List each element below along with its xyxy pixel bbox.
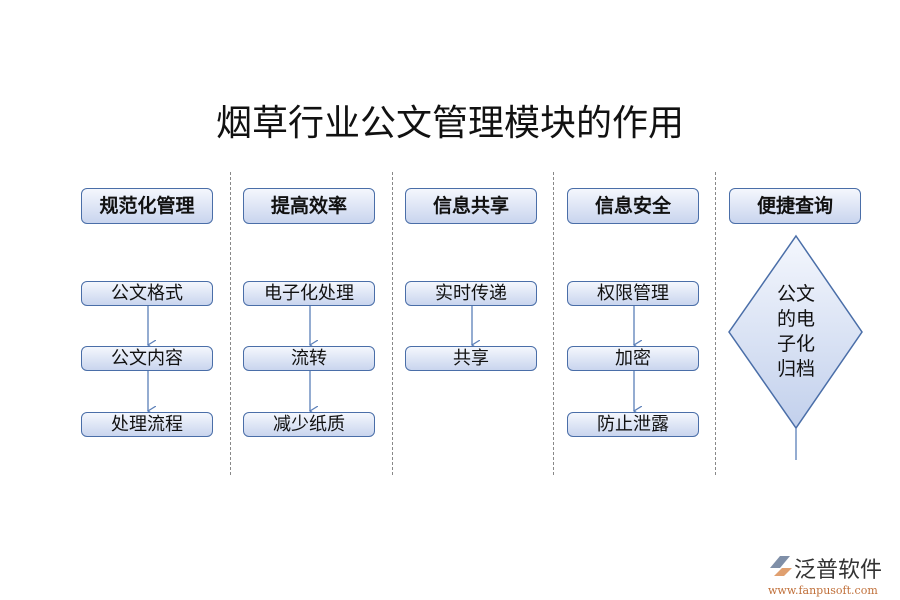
header-box: 规范化管理: [81, 188, 213, 224]
logo-name: 泛普软件: [794, 558, 883, 583]
logo-url: www.fanpusoft.com: [768, 584, 878, 597]
item-box: 权限管理: [567, 281, 699, 306]
header-box: 信息安全: [567, 188, 699, 224]
item-box: 电子化处理: [243, 281, 375, 306]
divider: [553, 172, 554, 475]
logo: 泛普软件 www.fanpusoft.com: [768, 552, 882, 597]
item-box: 处理流程: [81, 412, 213, 437]
item-box: 防止泄露: [567, 412, 699, 437]
divider: [230, 172, 231, 475]
header-box: 便捷查询: [729, 188, 861, 224]
diamond-line: 公文: [776, 283, 815, 305]
page-title: 烟草行业公文管理模块的作用: [215, 103, 684, 144]
divider: [392, 172, 393, 475]
item-box: 公文格式: [81, 281, 213, 306]
logo-icon: [770, 556, 792, 576]
header-box: 提高效率: [243, 188, 375, 224]
divider: [715, 172, 716, 475]
header-box: 信息共享: [405, 188, 537, 224]
diamond-line: 的电: [776, 308, 815, 330]
item-box: 公文内容: [81, 346, 213, 371]
item-box: 加密: [567, 346, 699, 371]
item-box: 实时传递: [405, 281, 537, 306]
diamond-text: 公文 的电 子化 归档: [766, 282, 826, 382]
item-box: 减少纸质: [243, 412, 375, 437]
item-box: 流转: [243, 346, 375, 371]
diamond-line: 子化: [776, 333, 815, 355]
item-box: 共享: [405, 346, 537, 371]
diamond-line: 归档: [776, 358, 815, 380]
